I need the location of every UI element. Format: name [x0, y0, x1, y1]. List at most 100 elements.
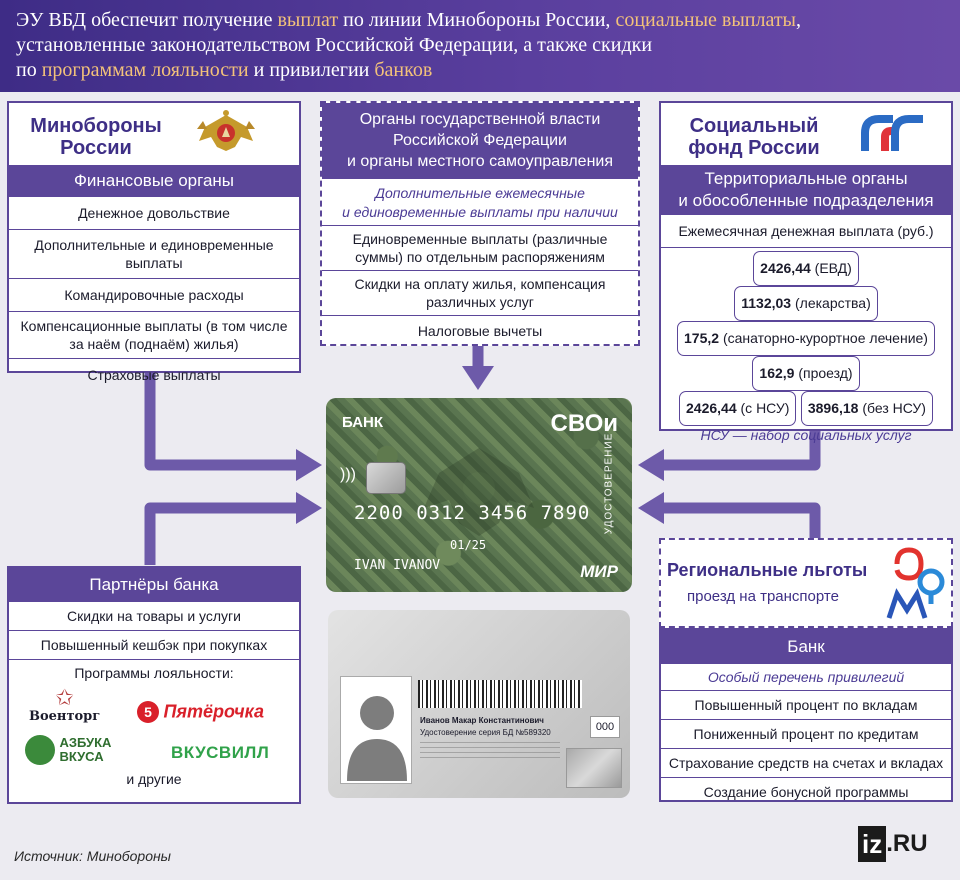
- header-text: по: [16, 59, 42, 81]
- header-highlight: выплат: [277, 9, 339, 31]
- gov-title-line: и органы местного самоуправления: [346, 153, 613, 170]
- eagle-emblem-icon: [197, 110, 255, 151]
- arrow-mod-to-card: [144, 372, 300, 471]
- sfr-title-area: Социальный фонд России: [661, 103, 951, 165]
- sfr-bar: Территориальные органы и обособленные по…: [661, 165, 951, 215]
- sfr-title: Социальный фонд России: [679, 115, 829, 159]
- pyaterochka-logo: 5 Пятёрочка: [137, 701, 264, 723]
- arrowhead: [638, 492, 664, 524]
- sfr-payments: 2426,44 (ЕВД) 1132,03 (лекарства) 175,2 …: [661, 248, 951, 426]
- card-chip: [366, 462, 406, 494]
- iz-logo-ru: .RU: [886, 830, 928, 857]
- header-text: и привилегии: [248, 59, 375, 81]
- mod-row: Страховые выплаты: [87, 367, 221, 383]
- card-holder: IVAN IVANOV: [354, 558, 441, 573]
- gov-row: Единовременные выплаты (различные суммы)…: [322, 226, 638, 271]
- voentorg-logo: ✩ Военторг: [29, 685, 101, 725]
- azbuka-logo: АЗБУКА ВКУСА: [25, 735, 129, 765]
- bank-row: Страхование средств на счетах и вкладах: [661, 749, 951, 778]
- card-bank-label: БАНК: [342, 414, 384, 431]
- header-highlight: банков: [374, 59, 433, 81]
- payment-pill: 3896,18 (без НСУ): [800, 391, 933, 426]
- mod-title-line: России: [60, 137, 132, 159]
- arrow-sfr-to-card: [660, 430, 821, 471]
- card-back-name: Иванов Макар Константинович: [420, 716, 544, 725]
- regional-title: Региональные льготы: [667, 560, 868, 580]
- gov-title: Органы государственной власти Российской…: [322, 103, 638, 179]
- header-text: ЭУ ВБД обеспечит получение: [16, 9, 278, 31]
- mod-box: Минобороны России Финансовые органы Дене…: [7, 101, 301, 383]
- header-line-2: установленные законодательством Российск…: [16, 34, 653, 56]
- header-line-3: по программам лояльности и привилегии ба…: [16, 58, 944, 83]
- header-highlight: социальные выплаты: [615, 9, 796, 31]
- bank-row: Пониженный процент по кредитам: [661, 720, 951, 749]
- pyaterochka-icon: 5: [137, 701, 159, 723]
- gov-title-line: Российской Федерации: [393, 132, 567, 149]
- bank-box: Банк Особый перечень привилегий Повышенн…: [659, 628, 953, 802]
- card-expiry: 01/25: [450, 538, 487, 552]
- sfr-bar-line: и обособленные подразделения: [678, 191, 934, 210]
- card-back-fineprint: [420, 742, 560, 762]
- sfr-logo-icon: [861, 115, 923, 151]
- card-hologram: [566, 748, 622, 788]
- mod-bar: Финансовые органы: [9, 165, 299, 197]
- card-vertical-label: УДОСТОВЕРЕНИЕ: [603, 432, 615, 535]
- payment-value: 2426,44: [686, 400, 737, 416]
- gov-note-line: и единовременные выплаты при наличии: [342, 204, 618, 220]
- arrow-regional-to-card: [660, 502, 821, 540]
- gov-row: Скидки на оплату жилья, компенсация разл…: [322, 271, 638, 316]
- payment-label: (проезд): [794, 365, 853, 381]
- mod-row: Компенсационные выплаты (в том числе за …: [9, 312, 299, 359]
- payment-label: (без НСУ): [858, 400, 926, 416]
- gov-note-line: Дополнительные ежемесячные: [375, 185, 585, 201]
- azbuka-logo-text: АЗБУКА ВКУСА: [59, 735, 112, 764]
- partners-others: и другие: [126, 771, 182, 787]
- iz-logo-mark: iz: [858, 826, 887, 862]
- sfr-subtitle: Ежемесячная денежная выплата (руб.): [661, 215, 951, 248]
- arrowhead: [296, 492, 322, 524]
- payment-value: 1132,03: [741, 295, 792, 311]
- partners-loyalty-label: Программы лояльности:: [74, 665, 234, 681]
- mod-row: Дополнительные и единовременные выплаты: [9, 230, 299, 279]
- vkusvill-logo: ВКУСВИЛЛ: [171, 743, 270, 762]
- header-text: по линии Минобороны России,: [338, 9, 616, 31]
- header-text: ,: [796, 9, 801, 31]
- payment-label: (с НСУ): [736, 400, 790, 416]
- payment-pill: 2426,44 (с НСУ): [679, 391, 797, 426]
- voentorg-logo-text: Военторг: [29, 709, 101, 724]
- sfr-bar-line: Территориальные органы: [704, 169, 908, 188]
- card-front: БАНК СВОи ))) УДОСТОВЕРЕНИЕ 2200 0312 34…: [326, 398, 632, 592]
- pyaterochka-logo-text: Пятёрочка: [163, 701, 264, 722]
- payment-pill: 175,2 (санаторно-курортное лечение): [677, 321, 935, 356]
- bank-bar: Банк: [661, 630, 951, 664]
- mod-title-area: Минобороны России: [9, 103, 299, 165]
- bank-row: Повышенный процент по вкладам: [661, 691, 951, 720]
- payment-value: 162,9: [759, 365, 795, 381]
- payment-pill: 2426,44 (ЕВД): [753, 251, 859, 286]
- mod-row: Командировочные расходы: [9, 279, 299, 312]
- card-back: Иванов Макар Константинович Удостоверени…: [328, 610, 630, 798]
- header-line-1: ЭУ ВБД обеспечит получение выплат по лин…: [16, 8, 944, 33]
- sfr-title-line: фонд России: [688, 137, 820, 159]
- regional-box: Региональные льготы проезд на транспорте: [659, 538, 953, 628]
- card-payment-logo: МИР: [580, 562, 618, 581]
- partners-logos: ✩ Военторг 5 Пятёрочка АЗБУКА ВКУСА ВКУС…: [9, 681, 299, 787]
- arrowhead: [638, 449, 664, 481]
- partners-row: Повышенный кешбэк при покупках: [9, 631, 299, 660]
- payment-pill: 162,9 (проезд): [752, 356, 860, 391]
- iz-logo: iz.RU: [858, 826, 928, 866]
- person-silhouette-icon: [347, 696, 407, 781]
- source-note: Источник: Минобороны: [14, 848, 171, 864]
- card-cvv: 000: [590, 716, 620, 738]
- bank-row: Создание бонусной программы: [703, 784, 909, 800]
- transport-logo-icon: [886, 547, 945, 619]
- star-icon: ✩: [55, 685, 74, 710]
- arrowhead: [462, 366, 494, 390]
- payment-value: 3896,18: [807, 400, 859, 416]
- card-brand-logo: СВОи: [550, 410, 619, 437]
- mod-title: Минобороны России: [21, 115, 171, 159]
- contactless-icon: ))): [340, 466, 356, 483]
- partners-bar: Партнёры банка: [9, 568, 299, 602]
- sfr-box: Социальный фонд России Территориальные о…: [659, 101, 953, 443]
